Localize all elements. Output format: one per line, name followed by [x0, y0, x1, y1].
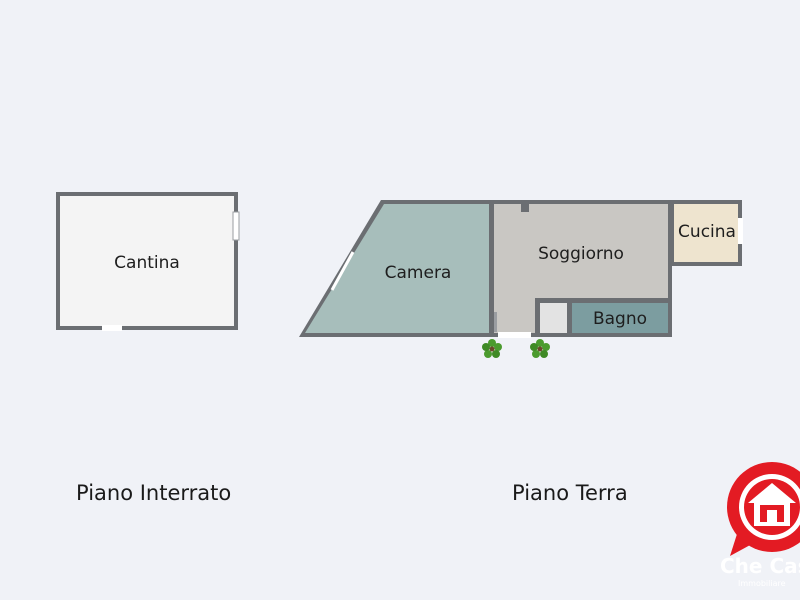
- chimney: [521, 203, 529, 212]
- cantina-room: Cantina: [56, 192, 240, 331]
- bagno-label: Bagno: [593, 309, 647, 329]
- logo-tagline: Immobiliare: [738, 579, 786, 588]
- cantina-door: [102, 325, 122, 331]
- camera-label: Camera: [385, 263, 452, 283]
- cantina-label: Cantina: [114, 253, 180, 273]
- camera-window: [330, 251, 355, 291]
- floor-caption-terra: Piano Terra: [512, 481, 628, 505]
- bagno-room: [572, 303, 668, 333]
- plant-icon: [482, 339, 502, 358]
- soggiorno-room: [494, 204, 668, 333]
- che-casa-logo: Che Casa Immobiliare: [720, 462, 800, 588]
- cucina-window: [738, 218, 743, 244]
- cucina-label: Cucina: [678, 222, 736, 242]
- logo-name: Che Casa: [720, 554, 800, 578]
- house-icon: [748, 483, 796, 526]
- plant-icon: [530, 339, 550, 358]
- cantina-window: [232, 211, 240, 241]
- closet-room: [540, 303, 567, 333]
- camera-door: [494, 312, 497, 332]
- ground-floor: Camera Soggiorno Bagno Cucina: [299, 200, 743, 358]
- floor-caption-interrato: Piano Interrato: [76, 481, 232, 505]
- soggiorno-label: Soggiorno: [538, 244, 624, 264]
- entrance-door: [498, 332, 531, 338]
- camera-room: [305, 204, 489, 333]
- cucina-room: [674, 204, 738, 262]
